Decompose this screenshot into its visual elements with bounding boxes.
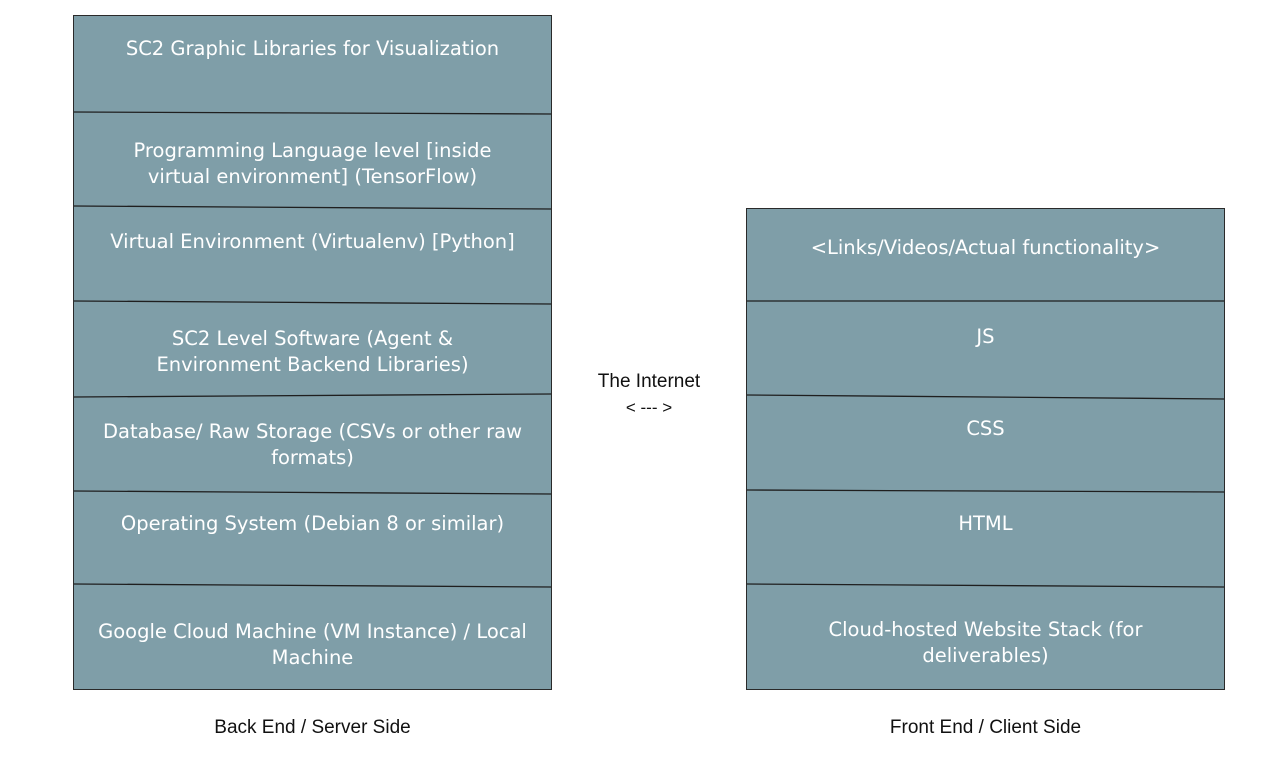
- frontend-caption: Front End / Client Side: [889, 717, 1082, 738]
- layer-label: Operating System (Debian 8 or similar): [120, 512, 505, 535]
- layer-separator: [747, 583, 1224, 588]
- layer-label: CSS: [966, 417, 1005, 440]
- backend-layer-sc2-software: SC2 Level Software (Agent & Environment …: [74, 326, 551, 378]
- layer-label: Virtual Environment (Virtualenv) [Python…: [110, 230, 515, 253]
- layer-label: SC2 Graphic Libraries for Visualization: [125, 37, 500, 60]
- backend-layer-database: Database/ Raw Storage (CSVs or other raw…: [74, 419, 551, 471]
- frontend-stack: <Links/Videos/Actual functionality> JS C…: [746, 208, 1225, 690]
- layer-label: SC2 Level Software (Agent & Environment …: [156, 327, 469, 376]
- backend-layer-visualization-libraries: SC2 Graphic Libraries for Visualization: [74, 36, 551, 62]
- layer-label: HTML: [958, 512, 1013, 535]
- backend-layer-cloud-machine: Google Cloud Machine (VM Instance) / Loc…: [74, 619, 551, 671]
- bidirectional-arrow: < --- >: [625, 398, 673, 417]
- layer-label: Google Cloud Machine (VM Instance) / Loc…: [98, 620, 527, 669]
- frontend-layer-functionality: <Links/Videos/Actual functionality>: [747, 235, 1224, 261]
- layer-label: Programming Language level [inside virtu…: [133, 139, 492, 188]
- layer-separator: [74, 583, 551, 588]
- backend-stack: SC2 Graphic Libraries for Visualization …: [73, 15, 552, 690]
- layer-separator: [74, 111, 551, 115]
- frontend-layer-css: CSS: [747, 416, 1224, 442]
- layer-separator: [747, 489, 1224, 493]
- backend-caption: Back End / Server Side: [214, 717, 411, 738]
- backend-layer-operating-system: Operating System (Debian 8 or similar): [74, 511, 551, 537]
- layer-label: <Links/Videos/Actual functionality>: [810, 236, 1161, 259]
- layer-label: JS: [976, 325, 995, 348]
- layer-label: Cloud-hosted Website Stack (for delivera…: [828, 618, 1143, 667]
- frontend-layer-js: JS: [747, 324, 1224, 350]
- layer-separator: [74, 205, 551, 210]
- layer-separator: [747, 300, 1224, 302]
- layer-separator: [74, 300, 551, 305]
- frontend-layer-html: HTML: [747, 511, 1224, 537]
- internet-label: The Internet: [597, 371, 701, 392]
- frontend-layer-website-stack: Cloud-hosted Website Stack (for delivera…: [747, 617, 1224, 669]
- layer-separator: [747, 394, 1224, 400]
- layer-separator: [74, 490, 551, 495]
- backend-layer-virtual-environment: Virtual Environment (Virtualenv) [Python…: [74, 229, 551, 255]
- layer-label: Database/ Raw Storage (CSVs or other raw…: [102, 420, 523, 469]
- layer-separator: [74, 393, 551, 398]
- backend-layer-programming-language: Programming Language level [inside virtu…: [74, 138, 551, 190]
